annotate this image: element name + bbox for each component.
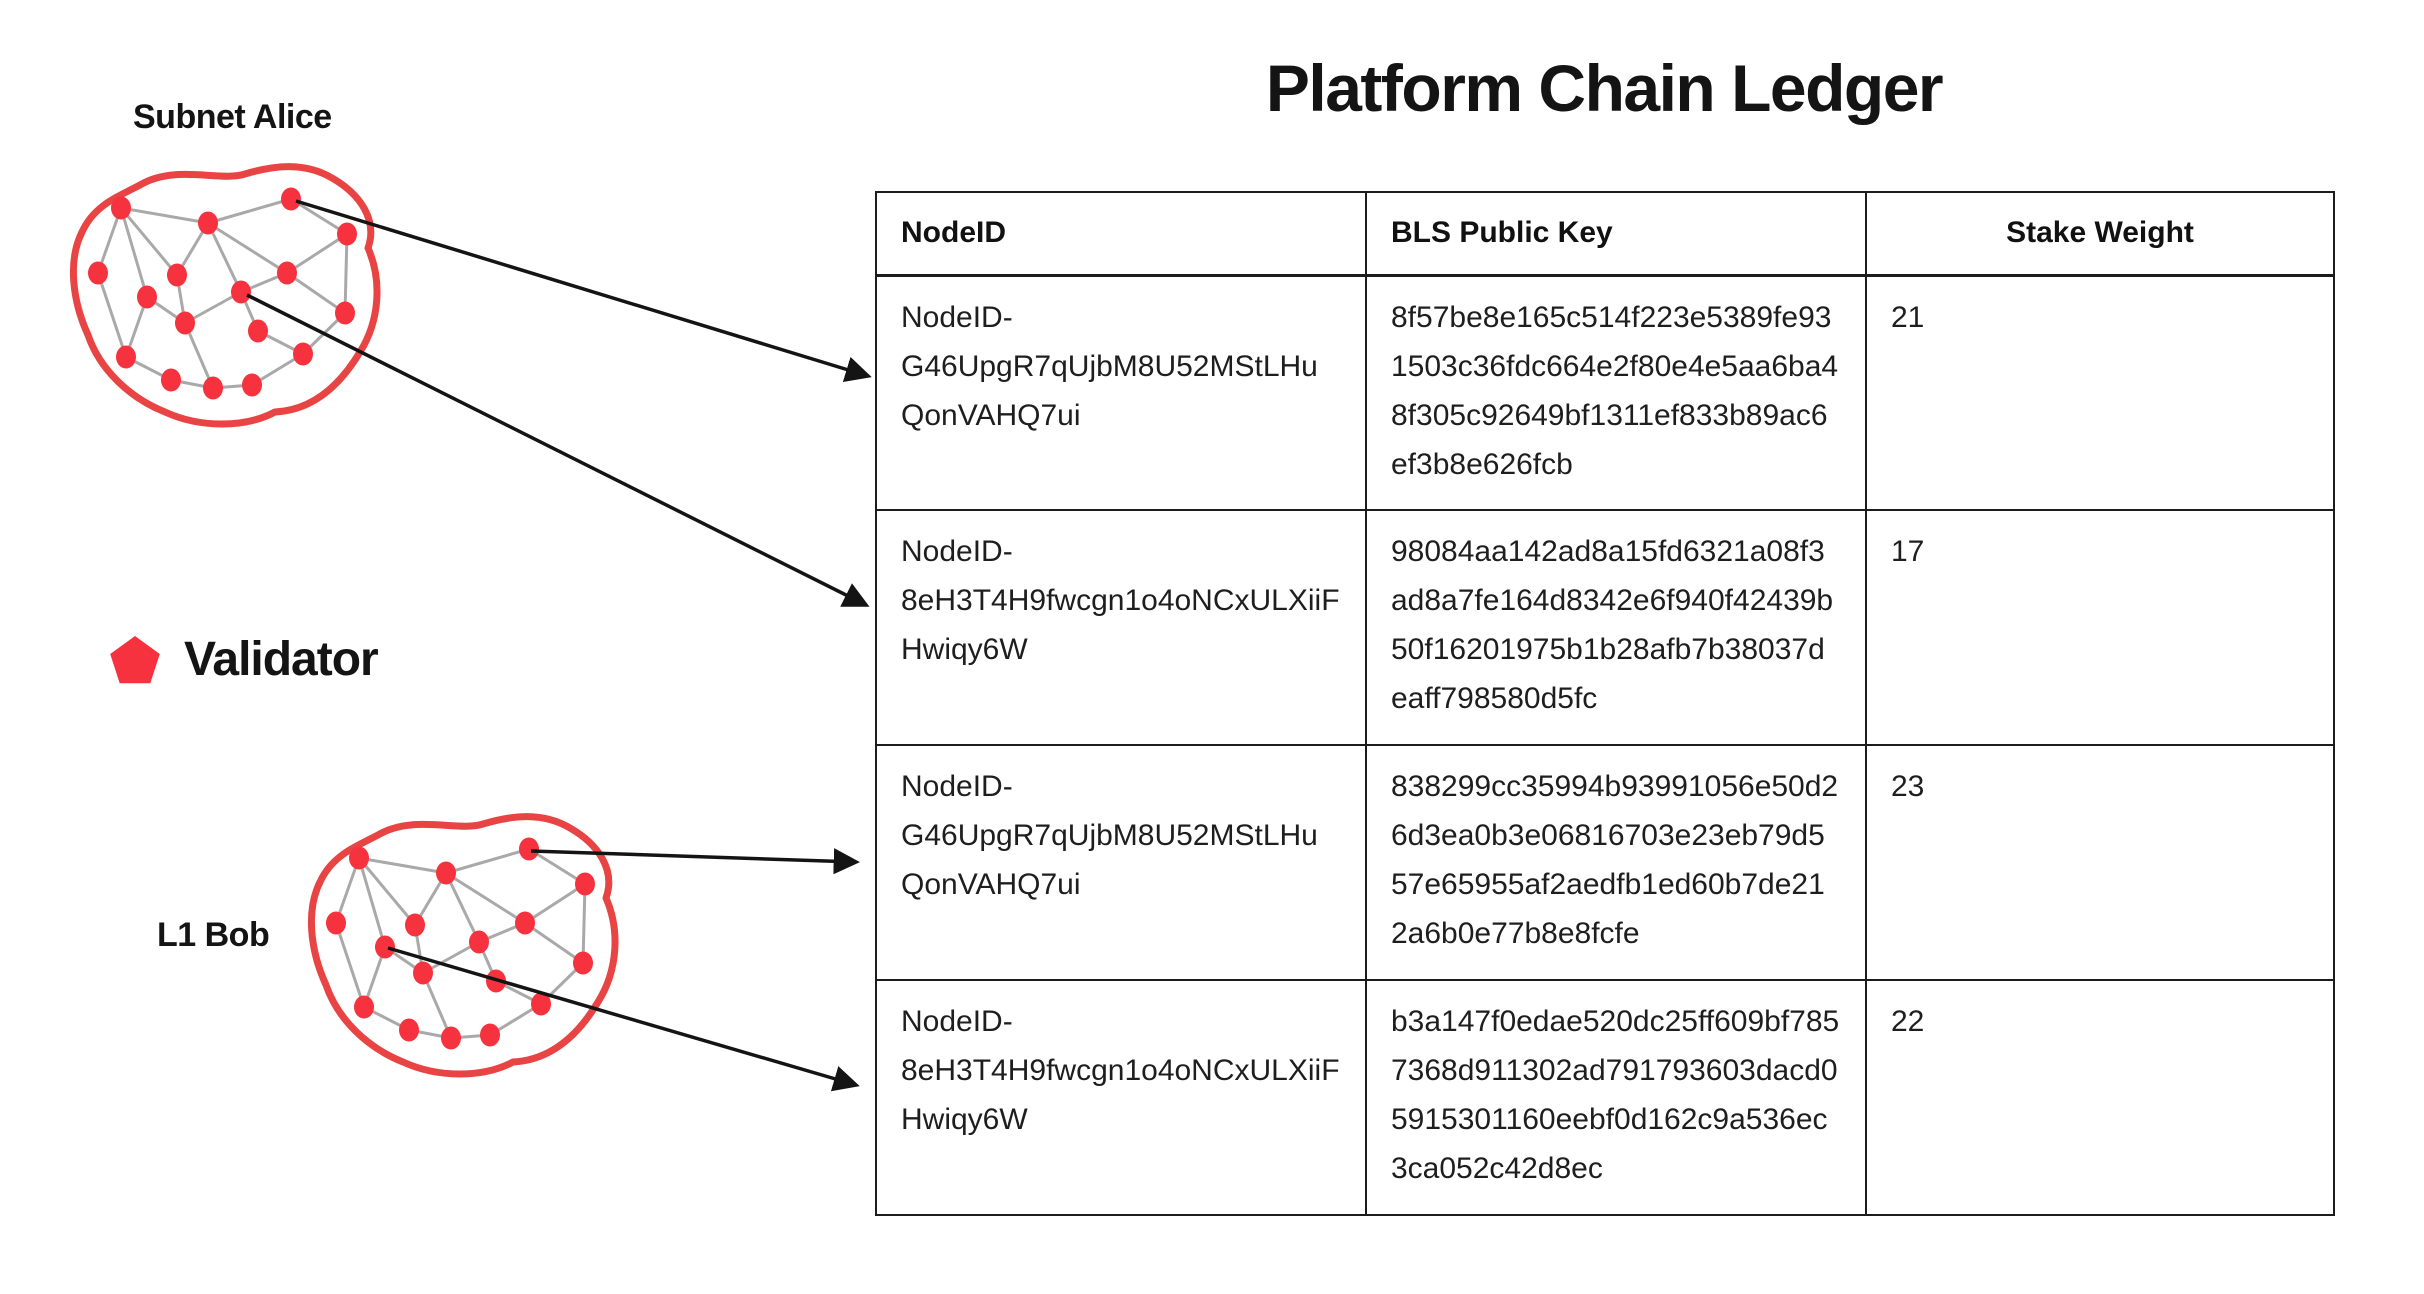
validator-node xyxy=(293,342,313,366)
validator-node xyxy=(375,935,395,959)
mapping-arrow xyxy=(246,293,870,607)
validator-node xyxy=(203,376,223,400)
validator-node xyxy=(242,373,262,397)
mapping-arrow xyxy=(387,946,860,1092)
mapping-arrow xyxy=(295,199,872,383)
validator-node xyxy=(573,951,593,975)
node-id-cell: NodeID-8eH3T4H9fwcgn1o4oNCxULXiiFHwiqy6W xyxy=(875,979,1367,1216)
validator-node xyxy=(326,911,346,935)
node-id-cell: NodeID-G46UpgR7qUjbM8U52MStLHuQonVAHQ7ui xyxy=(875,744,1367,981)
node-id-cell: NodeID-G46UpgR7qUjbM8U52MStLHuQonVAHQ7ui xyxy=(875,274,1367,511)
subnet-alice-label: Subnet Alice xyxy=(133,98,332,136)
validator-node xyxy=(231,280,251,304)
bls-public-key-cell: 98084aa142ad8a15fd6321a08f3ad8a7fe164d83… xyxy=(1365,509,1867,746)
validator-node xyxy=(349,846,369,870)
table-row: NodeID-G46UpgR7qUjbM8U52MStLHuQonVAHQ7ui… xyxy=(875,744,2335,981)
stake-weight-cell: 23 xyxy=(1865,744,2335,981)
bls-public-key-cell: 8f57be8e165c514f223e5389fe931503c36fdc66… xyxy=(1365,274,1867,511)
validator-node xyxy=(519,837,539,861)
column-header-stake-weight: Stake Weight xyxy=(1865,191,2335,277)
validator-node xyxy=(281,187,301,211)
table-row: NodeID-8eH3T4H9fwcgn1o4oNCxULXiiFHwiqy6W… xyxy=(875,509,2335,746)
validator-node xyxy=(198,211,218,235)
validator-node xyxy=(469,930,489,954)
validator-node xyxy=(111,196,131,220)
stake-weight-cell: 21 xyxy=(1865,274,2335,511)
validator-node xyxy=(354,995,374,1019)
table-header-row: NodeID BLS Public Key Stake Weight xyxy=(875,191,2335,277)
validator-node xyxy=(575,872,595,896)
validator-node xyxy=(480,1023,500,1047)
validator-node xyxy=(137,285,157,309)
bls-public-key-cell: 838299cc35994b93991056e50d26d3ea0b3e0681… xyxy=(1365,744,1867,981)
validator-node xyxy=(405,913,425,937)
l1-bob-label: L1 Bob xyxy=(157,916,270,954)
validator-node xyxy=(116,345,136,369)
validator-legend-label: Validator xyxy=(184,633,379,686)
validator-node xyxy=(335,301,355,325)
validator-node xyxy=(161,368,181,392)
stake-weight-cell: 17 xyxy=(1865,509,2335,746)
stake-weight-cell: 22 xyxy=(1865,979,2335,1216)
table-row: NodeID-8eH3T4H9fwcgn1o4oNCxULXiiFHwiqy6W… xyxy=(875,979,2335,1216)
mapping-arrow xyxy=(530,848,860,875)
column-header-bls-public-key: BLS Public Key xyxy=(1365,191,1867,277)
validator-node xyxy=(413,961,433,985)
validator-node xyxy=(515,911,535,935)
pentagon-icon xyxy=(110,636,160,684)
l1-bob-network xyxy=(308,813,619,1078)
validator-node xyxy=(337,222,357,246)
node-id-cell: NodeID-8eH3T4H9fwcgn1o4oNCxULXiiFHwiqy6W xyxy=(875,509,1367,746)
validator-node xyxy=(399,1018,419,1042)
table-row: NodeID-G46UpgR7qUjbM8U52MStLHuQonVAHQ7ui… xyxy=(875,274,2335,511)
validator-node xyxy=(167,263,187,287)
column-header-nodeid: NodeID xyxy=(875,191,1367,277)
validator-node xyxy=(175,311,195,335)
validator-node xyxy=(277,261,297,285)
page-title: Platform Chain Ledger xyxy=(1265,51,1944,125)
validator-node xyxy=(441,1026,461,1050)
validator-node xyxy=(248,319,268,343)
bls-public-key-cell: b3a147f0edae520dc25ff609bf7857368d911302… xyxy=(1365,979,1867,1216)
subnet-alice-network xyxy=(70,163,381,428)
validator-node xyxy=(88,261,108,285)
validator-node xyxy=(531,992,551,1016)
platform-chain-ledger-table: NodeID BLS Public Key Stake Weight NodeI… xyxy=(875,191,2335,1216)
validator-node xyxy=(436,861,456,885)
validator-legend: Validator xyxy=(110,633,379,686)
